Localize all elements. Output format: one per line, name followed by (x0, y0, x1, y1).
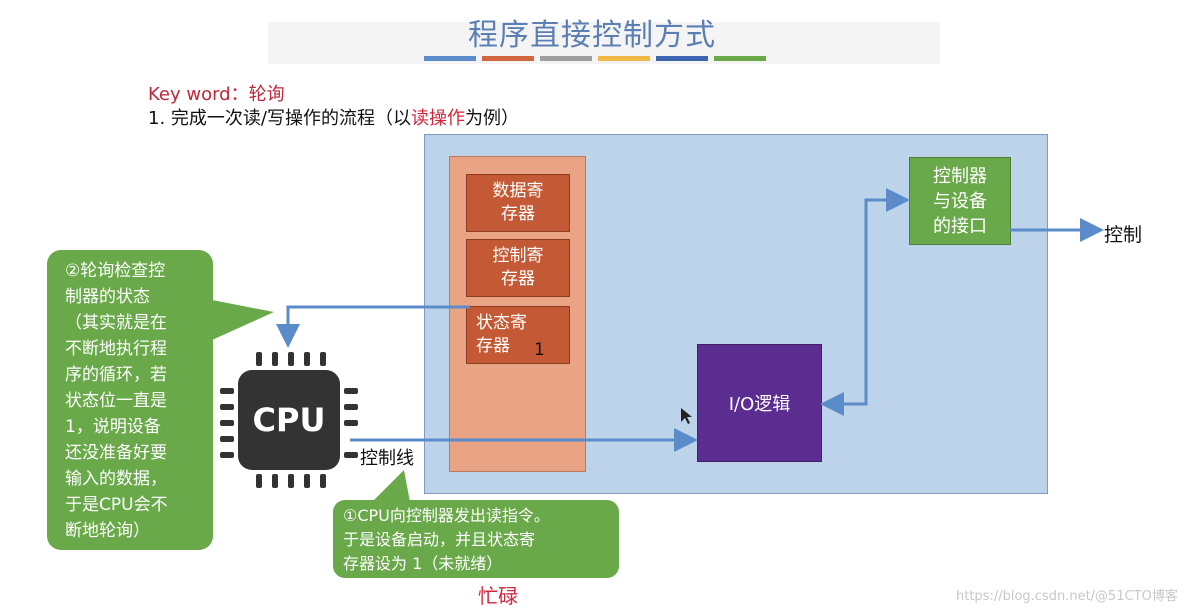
callout-left-line: 序的循环，若 (65, 365, 167, 385)
callout-left-line: 1，说明设备 (65, 417, 161, 437)
polling-callout: ②轮询检查控 制器的状态 （其实就是在 不断地执行程 序的循环，若 状态位一直是… (47, 250, 213, 550)
callout-bottom-pointer (372, 470, 410, 502)
title-bar (598, 56, 650, 61)
busy-label: 忙碌 (478, 584, 518, 608)
callout-left-line: 状态位一直是 (65, 391, 167, 411)
keyword-label: Key word： (148, 84, 249, 105)
callout-left-line: 不断地执行程 (65, 339, 167, 359)
status-register-line1: 状态寄 (476, 313, 527, 333)
io-logic-block: I/O逻辑 (697, 344, 822, 462)
io-interface-arrow (826, 188, 910, 406)
title-bar (656, 56, 708, 61)
control-line-label: 控制线 (360, 448, 414, 469)
data-register: 数据寄 存器 (466, 174, 570, 232)
title-bar (482, 56, 534, 61)
title-bar (540, 56, 592, 61)
title-bar (714, 56, 766, 61)
poll-arrow (276, 305, 470, 348)
interface-line2: 与设备 (933, 190, 987, 212)
control-register-line1: 控制寄 (492, 246, 544, 266)
subtitle: 1. 完成一次读/写操作的流程（以读操作为例） (148, 104, 519, 130)
controller-device-interface: 控制器 与设备 的接口 (909, 157, 1011, 245)
control-register: 控制寄 存器 (466, 239, 570, 297)
read-command-callout: ①CPU向控制器发出读指令。 于是设备启动，并且状态寄 存器设为 1（未就绪） (333, 500, 619, 578)
cpu-pins (220, 352, 358, 488)
interface-line1: 控制器 (933, 165, 987, 187)
mouse-cursor (681, 408, 692, 424)
callout-bottom-line: ①CPU向控制器发出读指令。 (343, 506, 550, 525)
callout-left-line: 输入的数据， (65, 469, 167, 489)
data-register-line2: 存器 (501, 204, 535, 224)
title-bar (424, 56, 476, 61)
control-register-line2: 存器 (501, 269, 535, 289)
status-register-value: 1 (534, 340, 545, 360)
data-register-line1: 数据寄 (492, 181, 544, 201)
status-register-line2: 存器 (476, 336, 510, 356)
watermark: https://blog.csdn.net/@51CTO博客 (956, 589, 1178, 604)
subtitle-highlight: 读操作 (410, 108, 465, 129)
callout-left-line: 还没准备好要 (65, 443, 167, 463)
keyword-value: 轮询 (248, 84, 285, 105)
callout-left-line: 于是CPU会不 (65, 495, 168, 515)
callout-left-line: ②轮询检查控 (65, 261, 166, 281)
interface-line3: 的接口 (933, 215, 987, 237)
control-output-label: 控制 (1104, 224, 1143, 246)
status-register: 状态寄 存器 (466, 306, 570, 364)
callout-left-line: 制器的状态 (65, 287, 150, 307)
subtitle-suffix: 为例） (464, 108, 519, 129)
subtitle-prefix: 1. 完成一次读/写操作的流程（以 (148, 108, 411, 129)
callout-left-line: （其实就是在 (65, 313, 167, 333)
callout-left-line: 断地轮询） (65, 521, 150, 541)
title-color-bars (424, 56, 766, 61)
callout-bottom-line: 存器设为 1（未就绪） (343, 554, 503, 573)
callout-bottom-line: 于是设备启动，并且状态寄 (343, 530, 536, 549)
callout-left-pointer (212, 300, 274, 340)
slide-title: 程序直接控制方式 (468, 18, 716, 53)
keyword-line: Key word：轮询 (148, 80, 285, 106)
cpu-chip: CPU (238, 370, 340, 470)
